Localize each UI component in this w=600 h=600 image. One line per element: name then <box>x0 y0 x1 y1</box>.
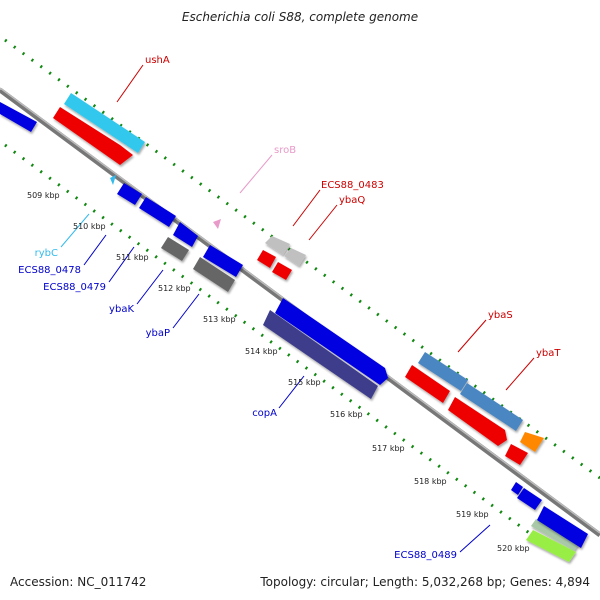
label-rybC: rybC <box>35 248 58 259</box>
leader-rybC <box>60 213 90 248</box>
sroB-marker[interactable] <box>213 219 221 229</box>
gene-ybaT[interactable] <box>460 383 523 431</box>
label-sroB: sroB <box>274 145 296 156</box>
leader-ECS88_0489 <box>459 524 491 553</box>
gene-gray-1[interactable] <box>161 237 189 261</box>
leader-ybaT <box>505 357 535 391</box>
label-ECS88_0478: ECS88_0478 <box>18 265 81 276</box>
tick-518: 518 kbp <box>414 477 447 486</box>
gene-gray-2[interactable] <box>193 257 235 292</box>
label-copA: copA <box>252 408 277 419</box>
gene-red-1[interactable] <box>257 250 276 268</box>
gene-blue-1[interactable] <box>117 183 142 205</box>
gene-blue-left[interactable] <box>0 102 37 132</box>
gene-blue-2[interactable] <box>139 197 176 227</box>
gene-ECS88_0483[interactable] <box>265 236 290 255</box>
label-ybaQ: ybaQ <box>339 195 365 206</box>
leader-ushA <box>116 64 144 103</box>
gene-red-3[interactable] <box>405 365 450 403</box>
label-ybaP: ybaP <box>146 328 170 339</box>
leader-ECS88_0478 <box>83 234 107 266</box>
gene-blue-4[interactable] <box>203 245 243 277</box>
gene-blue-3[interactable] <box>173 222 198 247</box>
tick-514: 514 kbp <box>245 347 278 356</box>
tick-510: 510 kbp <box>73 222 106 231</box>
gene-blue-6[interactable] <box>517 488 542 510</box>
gene-lightgreen[interactable] <box>531 519 579 551</box>
label-ybaS: ybaS <box>488 310 513 321</box>
gene-copA[interactable] <box>275 298 388 385</box>
label-ECS88_0479: ECS88_0479 <box>43 282 106 293</box>
tick-509: 509 kbp <box>27 191 60 200</box>
gene-red-5[interactable] <box>505 444 528 465</box>
topology-text: Topology: circular; Length: 5,032,268 bp… <box>260 575 590 589</box>
leader-copA <box>278 375 305 409</box>
gene-purple[interactable] <box>263 310 378 399</box>
gene-blue-7[interactable] <box>537 506 588 548</box>
gene-red-4[interactable] <box>448 397 507 446</box>
leader-ybaQ <box>308 204 338 241</box>
tick-515: 515 kbp <box>288 378 321 387</box>
tick-513: 513 kbp <box>203 315 236 324</box>
label-ushA: ushA <box>145 55 170 66</box>
gene-lime[interactable] <box>526 530 576 562</box>
tick-520: 520 kbp <box>497 544 530 553</box>
label-ECS88_0489: ECS88_0489 <box>394 550 457 561</box>
label-ECS88_0483: ECS88_0483 <box>321 180 384 191</box>
leader-sroB <box>239 154 273 194</box>
accession-text: Accession: NC_011742 <box>10 575 147 589</box>
tick-517: 517 kbp <box>372 444 405 453</box>
inner-dotted-guide <box>4 143 556 554</box>
leader-ybaS <box>457 319 487 353</box>
gene-ybaQ-a[interactable] <box>284 248 306 266</box>
leader-ECS88_0483 <box>292 189 321 227</box>
leader-ybaK <box>136 269 164 305</box>
gene-orange[interactable] <box>520 432 544 452</box>
tick-512: 512 kbp <box>158 284 191 293</box>
gene-ybaS[interactable] <box>418 352 468 391</box>
map-title: Escherichia coli S88, complete genome <box>181 10 419 24</box>
tick-511: 511 kbp <box>116 253 149 262</box>
gene-red-ushA[interactable] <box>53 107 133 165</box>
label-ybaK: ybaK <box>109 304 134 315</box>
gene-ushA[interactable] <box>64 93 145 153</box>
leader-ybaP <box>172 293 200 329</box>
gene-blue-5[interactable] <box>511 482 523 495</box>
gene-red-2[interactable] <box>272 262 292 280</box>
tick-516: 516 kbp <box>330 410 363 419</box>
label-ybaT: ybaT <box>536 348 561 359</box>
leader-ECS88_0479 <box>108 246 135 283</box>
tick-519: 519 kbp <box>456 510 489 519</box>
rybC-marker[interactable] <box>110 175 116 185</box>
